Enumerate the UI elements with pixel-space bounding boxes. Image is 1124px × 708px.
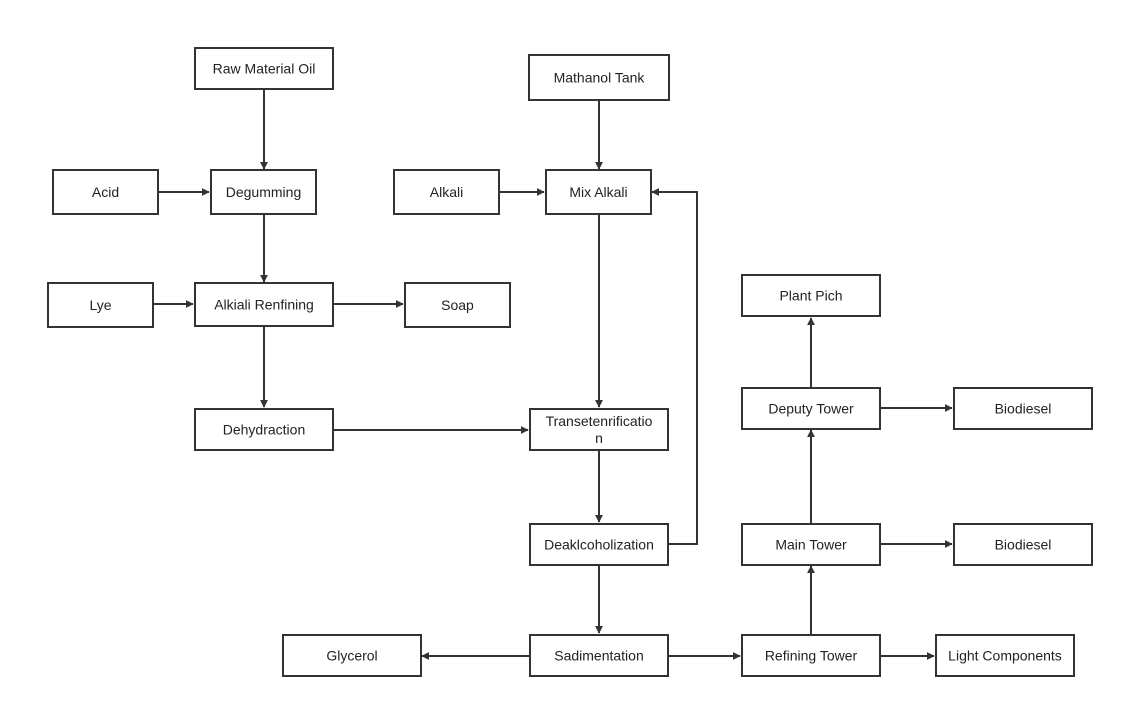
node-transetenrification-label-line2: n [595,430,603,446]
node-dehydraction: Dehydraction [194,408,334,451]
node-alkiali-renfining-label: Alkiali Renfining [214,297,314,313]
node-plant-pich-label: Plant Pich [779,288,842,304]
node-mathanol-tank-label: Mathanol Tank [554,70,646,86]
node-biodiesel-bottom-label: Biodiesel [995,537,1052,553]
node-alkali-label: Alkali [430,184,463,200]
node-light-components: Light Components [935,634,1075,677]
node-acid-label: Acid [92,184,119,200]
node-degumming: Degumming [210,169,317,215]
node-biodiesel-top-label: Biodiesel [995,401,1052,417]
node-refining-tower-label: Refining Tower [765,648,858,664]
node-main-tower-label: Main Tower [775,537,847,553]
node-mathanol-tank: Mathanol Tank [528,54,670,101]
node-glycerol-label: Glycerol [326,648,377,664]
node-mix-alkali-label: Mix Alkali [569,184,627,200]
node-deakcoholization: Deaklcoholization [529,523,669,566]
node-transetenrification-label-line1: Transetenrificatio [546,413,653,429]
node-mix-alkali: Mix Alkali [545,169,652,215]
node-raw-material-oil-label: Raw Material Oil [213,61,316,77]
node-alkali: Alkali [393,169,500,215]
node-dehydraction-label: Dehydraction [223,422,306,438]
node-lye: Lye [47,282,154,328]
node-plant-pich: Plant Pich [741,274,881,317]
node-sadimentation-label: Sadimentation [554,648,644,664]
edge-deakcoholization-to-mix-alkali [651,188,698,545]
node-raw-material-oil: Raw Material Oil [194,47,334,90]
node-deakcoholization-label: Deaklcoholization [544,537,654,553]
node-main-tower: Main Tower [741,523,881,566]
node-degumming-label: Degumming [226,184,301,200]
node-deputy-tower: Deputy Tower [741,387,881,430]
node-deputy-tower-label: Deputy Tower [768,401,854,417]
node-light-components-label: Light Components [948,648,1062,664]
node-biodiesel-top: Biodiesel [953,387,1093,430]
node-soap: Soap [404,282,511,328]
node-alkiali-renfining: Alkiali Renfining [194,282,334,327]
node-biodiesel-bottom: Biodiesel [953,523,1093,566]
node-acid: Acid [52,169,159,215]
node-sadimentation: Sadimentation [529,634,669,677]
node-soap-label: Soap [441,297,474,313]
edges [153,89,953,660]
node-lye-label: Lye [89,297,111,313]
node-refining-tower: Refining Tower [741,634,881,677]
node-transetenrification: Transetenrificatio n [529,408,669,451]
node-glycerol: Glycerol [282,634,422,677]
